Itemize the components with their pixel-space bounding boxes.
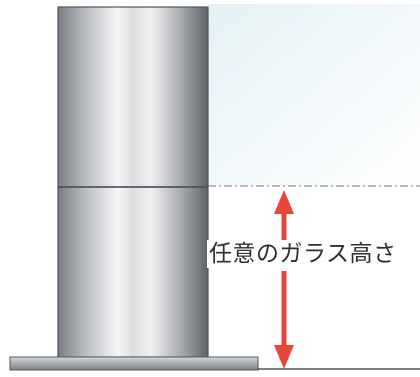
height-arrow-up [274, 190, 294, 240]
height-arrow-down [274, 271, 294, 369]
lower-post [57, 186, 209, 358]
glass-panel [208, 4, 420, 186]
glass-height-label: 任意のガラス高さ [207, 240, 399, 268]
upper-post [57, 6, 209, 188]
base-plate [9, 356, 259, 371]
